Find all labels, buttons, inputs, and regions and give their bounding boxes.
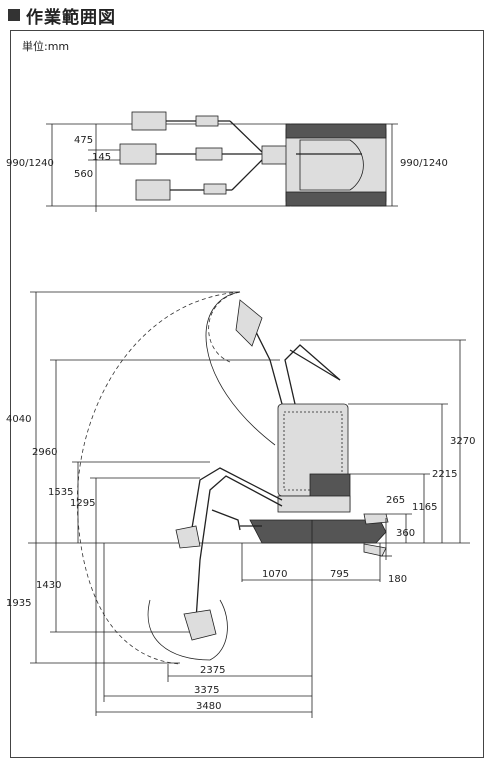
outer-reach-envelope (76, 291, 241, 665)
top-dim-145: 145 (92, 152, 111, 163)
diagram-frame (10, 30, 484, 758)
dim-2375: 2375 (200, 665, 225, 676)
top-boom-right-swing (135, 159, 263, 201)
top-bucket-lower (135, 179, 171, 201)
dim-3480: 3480 (196, 701, 221, 712)
track-assembly (249, 519, 387, 544)
dim-795: 795 (330, 569, 349, 580)
raised-boom (235, 299, 341, 471)
side-view: 4040 2960 1535 1295 1430 1935 (6, 291, 475, 718)
dim-1430: 1430 (36, 580, 61, 591)
dim-1165: 1165 (412, 502, 437, 513)
deep-bucket (183, 609, 217, 641)
max-height-bucket-arc (208, 291, 241, 363)
title-text: 作業範囲図 (26, 7, 116, 28)
unit-label: 単位:mm (22, 40, 70, 53)
top-dim-475: 475 (74, 135, 93, 146)
dim-180: 180 (388, 574, 407, 585)
dim-265: 265 (386, 495, 405, 506)
dim-1070: 1070 (262, 569, 287, 580)
top-boom-left-swing (131, 111, 263, 153)
top-bucket-upper (131, 111, 167, 131)
undercarriage (240, 513, 389, 557)
dim-4040: 4040 (6, 414, 31, 425)
dim-3270: 3270 (450, 436, 475, 447)
raised-bucket (235, 299, 263, 347)
machine-cab (277, 403, 351, 513)
top-track-lower (285, 191, 387, 207)
top-left-width-label: 990/1240 (6, 158, 54, 169)
dim-1295: 1295 (70, 498, 95, 509)
upper-frame (277, 495, 351, 513)
dim-360: 360 (396, 528, 415, 539)
title-square-icon (8, 9, 20, 21)
top-right-width-label: 990/1240 (400, 158, 448, 169)
inner-arc (205, 291, 276, 446)
top-track-upper (285, 123, 387, 139)
blade (363, 513, 389, 525)
top-dim-560: 560 (74, 169, 93, 180)
digging-boom (175, 467, 283, 641)
ground-bucket (175, 525, 201, 549)
top-bucket-center (119, 143, 157, 165)
page-title: 作業範囲図 (8, 4, 116, 28)
dim-2960: 2960 (32, 447, 57, 458)
dim-1535: 1535 (48, 487, 73, 498)
dim-2215: 2215 (432, 469, 457, 480)
top-view: 990/1240 475 145 560 (6, 111, 448, 212)
deep-dig-bucket-arc (147, 599, 228, 661)
dim-1935: 1935 (6, 598, 31, 609)
dim-3375: 3375 (194, 685, 219, 696)
blade-lowered (363, 543, 387, 557)
top-upper-structure (299, 139, 364, 191)
